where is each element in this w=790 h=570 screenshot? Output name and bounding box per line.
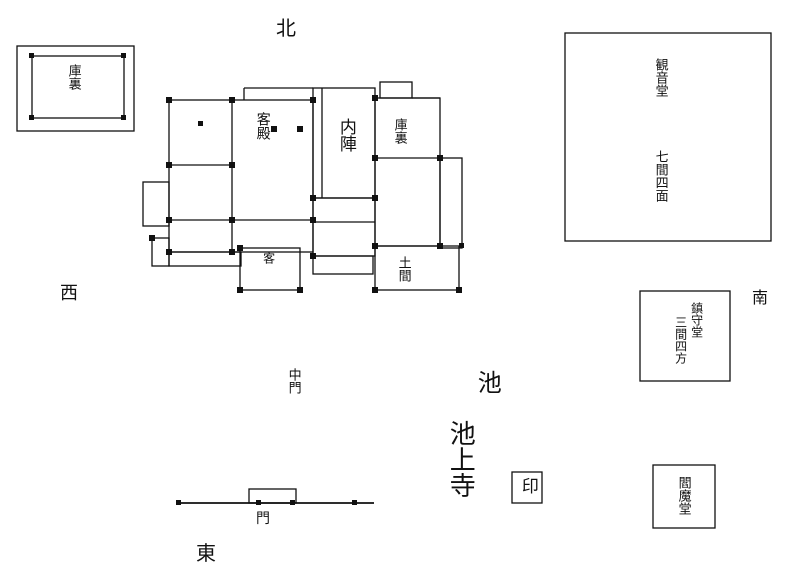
middle-gate-label: 中門 [285, 368, 301, 394]
main-hall-left-label: 客殿 [254, 112, 271, 140]
top-left-frame [16, 45, 135, 132]
main-hall-right-label: 庫裏 [391, 118, 407, 144]
gate-box [248, 488, 297, 504]
pond-label: 池 [473, 370, 502, 394]
small-room-label: 客 [261, 252, 276, 264]
gate-label: 門 [256, 511, 270, 527]
post-markers [29, 53, 464, 505]
mid-right-hall-outline [639, 290, 731, 382]
top-left-building-label: 庫裏 [65, 64, 81, 90]
seal-label: 印 [517, 477, 538, 494]
mid-right-hall-name: 鎮守堂 [689, 302, 704, 338]
big-hall-name: 観音堂 [652, 58, 668, 97]
main-hall-outline [142, 81, 463, 291]
compass-east: 東 [196, 541, 216, 565]
compass-north: 北 [276, 16, 296, 40]
temple-name-label: 池上寺 [445, 420, 476, 498]
compass-west: 西 [60, 283, 78, 304]
small-hall-outline [652, 464, 716, 529]
bottom-right-room-label: 土間 [395, 256, 411, 282]
small-hall-name: 閻魔堂 [675, 476, 691, 515]
seal-outline [511, 471, 543, 504]
main-hall-center-label: 内陣 [335, 118, 356, 152]
big-hall-size: 七間四面 [652, 150, 668, 202]
mid-right-hall-size: 三間四方 [673, 316, 688, 364]
big-hall-outline [564, 32, 772, 242]
top-left-building [31, 55, 125, 119]
compass-south: 南 [752, 288, 769, 307]
